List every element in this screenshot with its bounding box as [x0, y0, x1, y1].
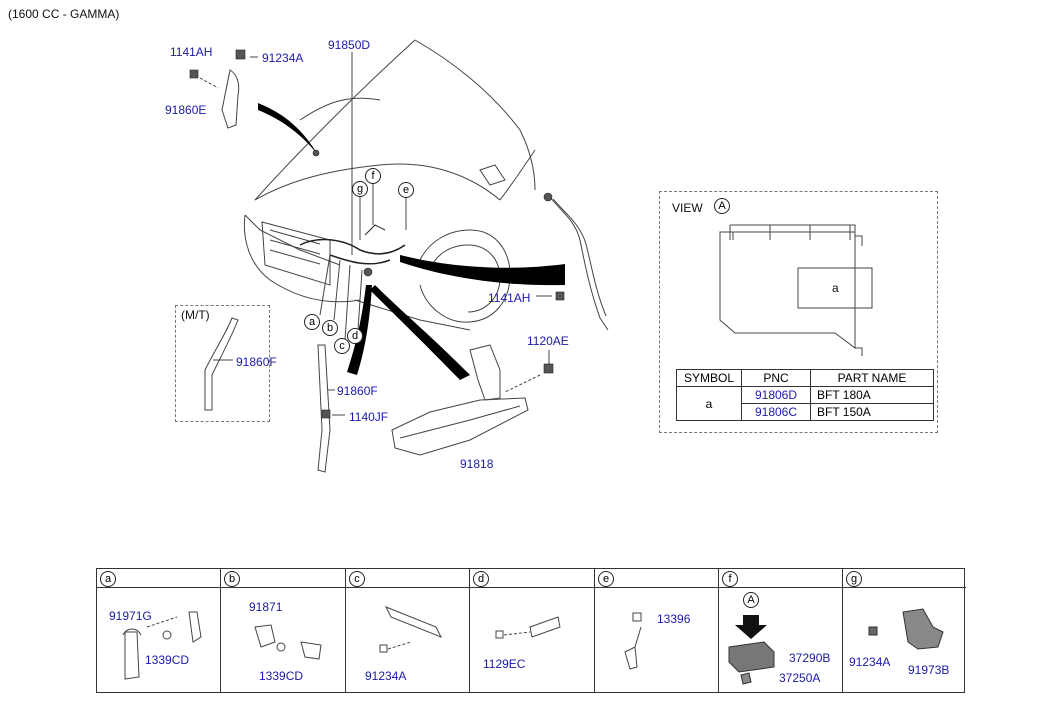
detail-letter: b — [224, 571, 240, 587]
detail-cell-a: a 91971G 1339CD — [97, 569, 221, 692]
bracket-drawing — [379, 606, 443, 653]
detail-part-label: 1339CD — [145, 653, 190, 667]
table-cell-symbol: a — [676, 386, 742, 421]
part-label-91234a-top: 91234A — [262, 51, 304, 65]
boot-cover-drawing — [122, 611, 202, 680]
detail-part-label: 1129EC — [483, 657, 526, 671]
callout-c: c — [334, 338, 350, 354]
part-label-1141ah-right: 1141AH — [488, 291, 531, 305]
detail-cell-f: f A 37290B 37250A — [719, 569, 843, 692]
bracket-drawing — [624, 612, 642, 670]
detail-letter: c — [349, 571, 365, 587]
detail-letter: d — [473, 571, 489, 587]
detail-part-label: 91234A — [849, 655, 891, 669]
detail-part-label: 1339CD — [259, 669, 304, 683]
detail-cell-c: c 91234A — [346, 569, 470, 692]
callout-f: f — [365, 168, 381, 184]
part-label-91818: 91818 — [460, 457, 494, 471]
callout-e: e — [398, 182, 414, 198]
table-header-pnc: PNC — [741, 369, 811, 387]
part-label-91860f: 91860F — [337, 384, 378, 398]
detail-letter: g — [846, 571, 862, 587]
detail-strip: a 91971G 1339CD b 91871 1339CD c 91234A … — [96, 568, 966, 693]
table-header-part-name: PART NAME — [810, 369, 934, 387]
table-cell-pnc: 91806C — [741, 403, 811, 421]
fuse-holder-drawing — [868, 608, 944, 650]
mt-variant-box — [175, 305, 270, 422]
detail-cell-g: g 91234A 91973B — [843, 569, 966, 692]
bracket-drawing — [495, 616, 561, 639]
detail-part-label: 37290B — [789, 651, 831, 665]
part-label-1141ah-top: 1141AH — [170, 45, 213, 59]
detail-letter: e — [598, 571, 614, 587]
part-label-1140jf: 1140JF — [349, 410, 389, 424]
detail-part-label: 91973B — [908, 663, 950, 677]
cover-drawing — [254, 624, 322, 660]
page-title: (1600 CC - GAMMA) — [8, 7, 120, 21]
part-label-91850d: 91850D — [328, 38, 371, 52]
table-header-symbol: SYMBOL — [676, 369, 742, 387]
part-label-91860f-mt: 91860F — [236, 355, 277, 369]
callout-d: d — [347, 328, 363, 344]
mt-label: (M/T) — [181, 308, 210, 322]
fuse-box-drawing — [728, 615, 775, 685]
view-label: VIEW — [672, 201, 703, 215]
detail-part-label: 13396 — [657, 612, 691, 626]
symbol-table: SYMBOL PNC PART NAME a 91806D BFT 180A 9… — [676, 369, 934, 421]
table-cell-pnc: 91806D — [741, 386, 811, 404]
detail-letter: f — [722, 571, 738, 587]
view-a-panel — [659, 191, 938, 433]
detail-part-label: 37250A — [779, 671, 821, 685]
detail-cell-b: b 91871 1339CD — [221, 569, 346, 692]
detail-cell-e: e 13396 — [595, 569, 719, 692]
callout-b: b — [322, 320, 338, 336]
detail-view-circle: A — [743, 592, 759, 608]
detail-part-label: 91971G — [109, 609, 152, 623]
detail-part-label: 91871 — [249, 600, 283, 614]
detail-letter: a — [100, 571, 116, 587]
callout-g: g — [352, 181, 368, 197]
table-cell-part-name: BFT 150A — [810, 403, 934, 421]
view-circle: A — [714, 198, 730, 214]
view-box-letter: a — [832, 281, 839, 295]
detail-cell-d: d 1129EC — [470, 569, 595, 692]
callout-a: a — [304, 314, 320, 330]
part-label-91860e: 91860E — [165, 103, 207, 117]
detail-part-label: 91234A — [365, 669, 407, 683]
part-label-1120ae: 1120AE — [527, 334, 569, 348]
table-cell-part-name: BFT 180A — [810, 386, 934, 404]
